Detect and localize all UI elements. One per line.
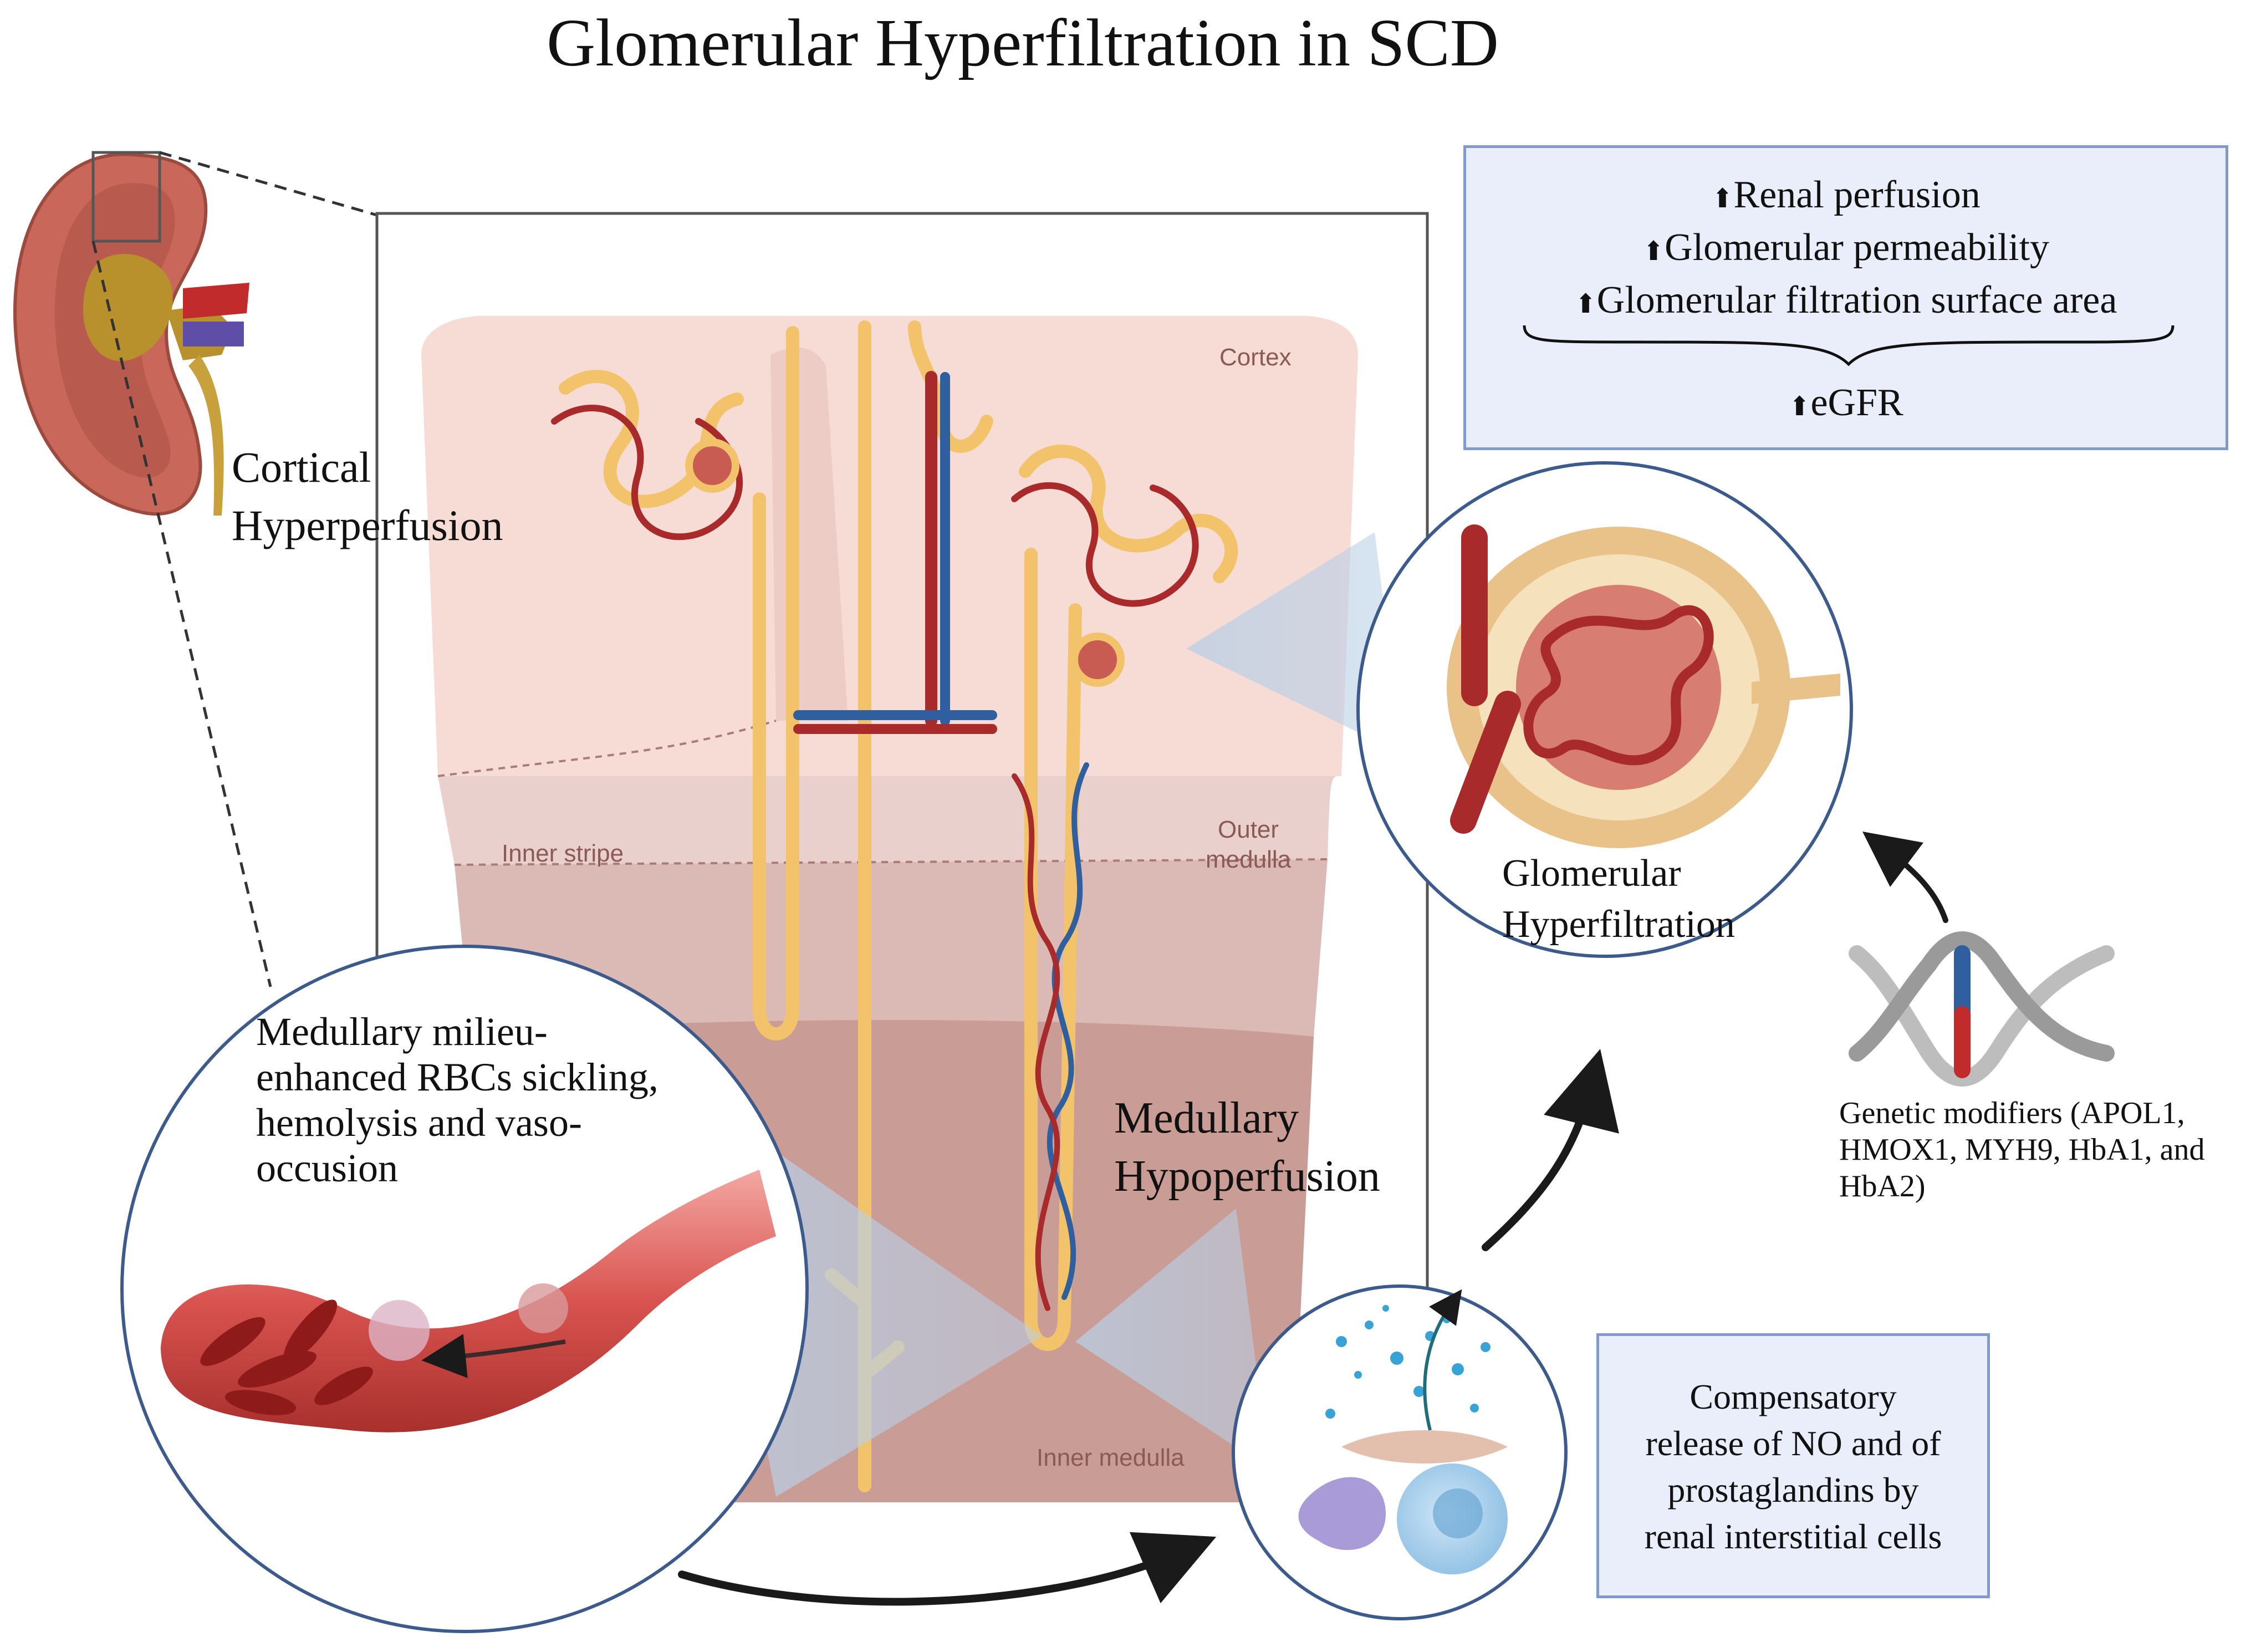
genetic-line-1: Genetic modifiers (APOL1, [1839,1096,2185,1130]
flow-arrows [678,831,1948,1606]
zoom-lines [91,151,377,987]
up-arrow-icon: ⬆ [1642,237,1665,266]
glomerular-hyperfiltration-label: Glomerular Hyperfiltration [1502,848,1735,950]
milieu-line-3: hemolysis and vaso- [256,1100,582,1145]
glomerulus-small-2 [1070,633,1125,687]
medullary-hypo-line-2: Hypoperfusion [1114,1152,1380,1201]
info-surface-area-text: Glomerular filtration surface area [1596,279,2117,322]
vessel-magnifier [120,945,809,1633]
outer-medulla-line-2: medulla [1206,846,1292,873]
compensatory-line-3: prostaglandins by [1667,1470,1919,1510]
info-egfr-text: eGFR [1810,381,1903,424]
milieu-line-1: Medullary milieu- [256,1009,548,1054]
vessels [551,371,1199,1311]
info-permeability-text: Glomerular permeability [1665,226,2050,269]
milieu-line-4: occusion [256,1146,398,1190]
outer-medulla-line-1: Outer [1218,816,1279,843]
compensatory-line-1: Compensatory [1689,1377,1897,1416]
milieu-line-2: enhanced RBCs sickling, [256,1055,659,1099]
region-outer-medulla: Outer medulla [1206,815,1291,875]
up-arrow-icon: ⬆ [1711,184,1734,213]
info-line-surface-area: ⬆Glomerular filtration surface area [1466,278,2226,323]
up-arrow-icon: ⬆ [1574,289,1597,319]
hyperfiltration-summary-box: ⬆Renal perfusion ⬆Glomerular permeabilit… [1463,145,2228,450]
info-line-glomerular-permeability: ⬆Glomerular permeability [1466,226,2226,270]
region-cortex: Cortex [1219,344,1292,371]
medullary-hypo-line-1: Medullary [1114,1094,1299,1143]
region-inner-medulla: Inner medulla [1037,1444,1185,1471]
region-inner-stripe: Inner stripe [502,840,624,867]
compensatory-line-4: renal interstitial cells [1644,1517,1942,1556]
milieu-label: Medullary milieu- enhanced RBCs sickling… [256,1009,659,1191]
medullary-hypoperfusion-label: Medullary Hypoperfusion [1114,1089,1380,1206]
genetic-modifiers-label: Genetic modifiers (APOL1, HMOX1, MYH9, H… [1839,1095,2205,1205]
cortical-hyperperfusion-label: Cortical Hyperperfusion [232,438,503,554]
cortical-line-1: Cortical [232,443,371,491]
dna-helix-icon [1849,931,2115,1087]
info-line-renal-perfusion: ⬆Renal perfusion [1466,173,2226,217]
glomerular-line-2: Hyperfiltration [1502,903,1735,946]
glomerular-line-1: Glomerular [1502,852,1681,895]
genetic-line-3: HbA2) [1839,1169,1926,1204]
compensatory-box: Compensatory release of NO and of prosta… [1596,1333,1990,1598]
compensatory-line-2: release of NO and of [1645,1424,1941,1463]
brace-icon [1523,325,2175,366]
cortical-line-2: Hyperperfusion [232,501,503,549]
page-title: Glomerular Hyperfiltration in SCD [547,6,1499,80]
glomerulus-magnifier [1356,461,1853,958]
genetic-line-2: HMOX1, MYH9, HbA1, and [1839,1133,2205,1167]
interstitial-magnifier [1232,1284,1568,1620]
up-arrow-icon: ⬆ [1788,392,1811,421]
glomerulus-small-1 [685,439,739,493]
info-renal-perfusion-text: Renal perfusion [1733,174,1981,216]
info-line-egfr: ⬆eGFR [1466,381,2226,425]
kidney-icon [13,151,249,516]
